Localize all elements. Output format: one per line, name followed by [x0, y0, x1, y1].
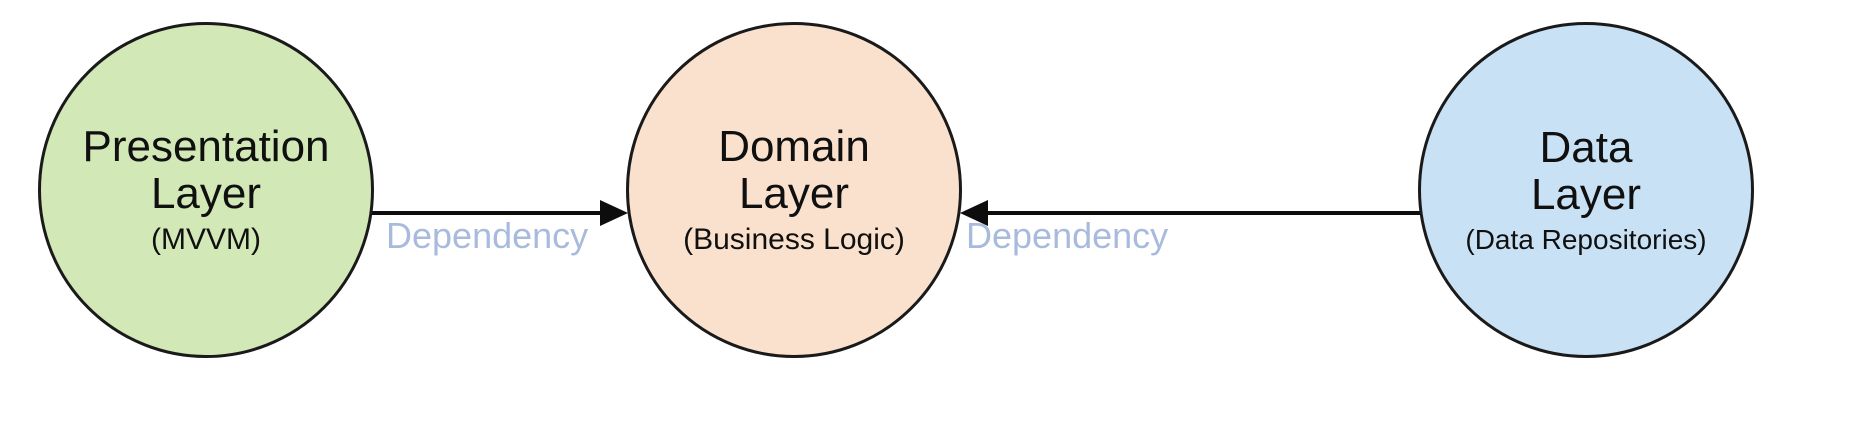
node-domain-title: Domain Layer: [718, 122, 870, 218]
edge-label-data-to-domain: Dependency: [966, 215, 1169, 256]
edge-label-presentation-to-domain: Dependency: [386, 215, 589, 256]
node-data-subtitle: (Data Repositories): [1465, 224, 1707, 256]
node-domain-layer[interactable]: Domain Layer (Business Logic): [626, 22, 962, 358]
arrowhead-right-icon: [600, 200, 628, 226]
node-presentation-layer[interactable]: Presentation Layer (MVVM): [38, 22, 374, 358]
node-data-title: Data Layer: [1530, 123, 1642, 219]
node-presentation-subtitle: (MVVM): [151, 223, 261, 257]
node-data-layer[interactable]: Data Layer (Data Repositories): [1418, 22, 1754, 358]
node-domain-subtitle: (Business Logic): [683, 223, 905, 257]
node-presentation-title: Presentation Layer: [82, 122, 330, 218]
